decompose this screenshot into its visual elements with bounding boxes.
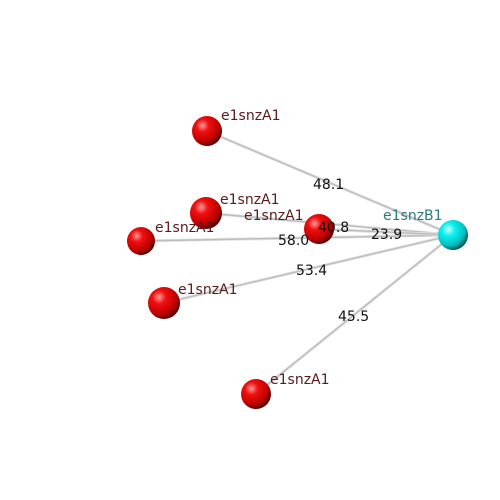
node-labels: e1snzA1 e1snzA1 e1snzA1 e1snzA1 e1snzA1 … xyxy=(155,108,443,388)
node-a4[interactable] xyxy=(304,214,334,244)
distance-label-a1: 48.1 xyxy=(313,177,344,193)
node-a1[interactable] xyxy=(192,116,222,146)
edge-a6-line xyxy=(255,234,454,395)
distance-label-a2: 40.8 xyxy=(318,220,349,236)
edges xyxy=(140,129,454,396)
edge-a5-line xyxy=(163,234,454,304)
node-a2[interactable] xyxy=(190,197,222,229)
node-label-hub: e1snzB1 xyxy=(383,208,443,224)
node-label-a6: e1snzA1 xyxy=(270,372,330,388)
node-label-a2: e1snzA1 xyxy=(220,192,280,208)
distance-label-a3: 58.0 xyxy=(278,233,309,249)
distance-label-a6: 45.5 xyxy=(338,309,369,325)
distance-label-a4: 23.9 xyxy=(371,227,402,243)
node-label-a5: e1snzA1 xyxy=(178,282,238,298)
distance-labels: 48.1 40.8 58.0 23.9 53.4 45.5 xyxy=(278,177,402,325)
edge-a1-line xyxy=(206,130,454,236)
node-label-a4: e1snzA1 xyxy=(244,208,304,224)
node-label-a1: e1snzA1 xyxy=(221,108,281,124)
node-a6[interactable] xyxy=(241,379,271,409)
distance-label-a5: 53.4 xyxy=(296,263,327,279)
edge-a4-line xyxy=(318,228,454,236)
edge-a3-line xyxy=(140,234,454,242)
node-a3[interactable] xyxy=(127,227,155,255)
node-a5[interactable] xyxy=(148,287,180,319)
node-label-a3: e1snzA1 xyxy=(155,220,215,236)
nodes xyxy=(127,116,468,409)
node-hub[interactable] xyxy=(438,220,468,250)
